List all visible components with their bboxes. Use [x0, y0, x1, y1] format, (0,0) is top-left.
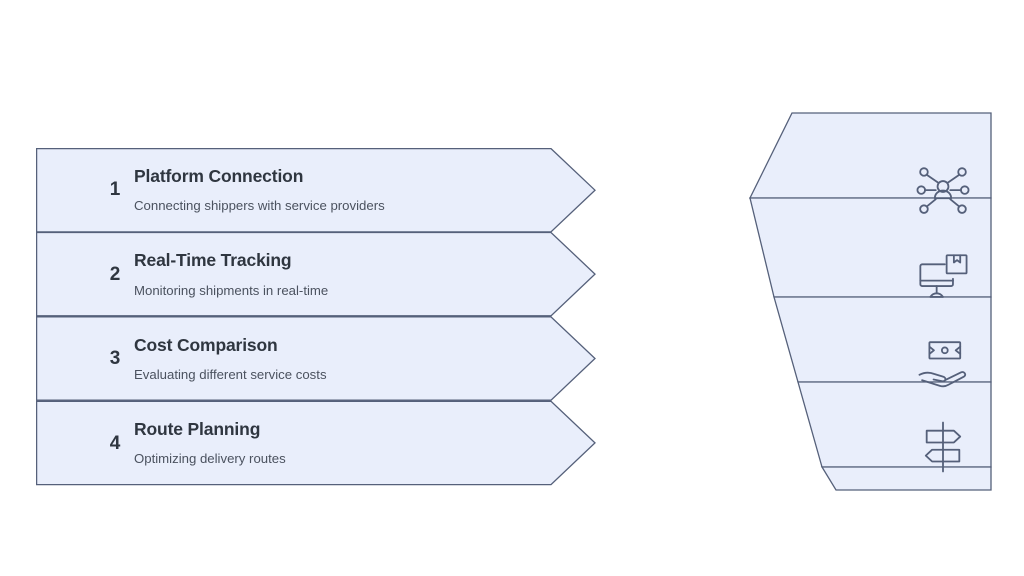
- step-title-1: Platform Connection: [134, 165, 304, 186]
- step-arrow-1: [36, 148, 596, 233]
- step-body-3: Cost Comparison Evaluating different ser…: [134, 317, 554, 402]
- signpost-icon: [914, 418, 972, 476]
- chevron-banner-5: [820, 466, 992, 491]
- step-title-2: Real-Time Tracking: [134, 250, 292, 271]
- step-body-1: Platform Connection Connecting shippers …: [134, 148, 554, 233]
- hand-money-icon: [914, 334, 972, 392]
- monitor-package-icon: [914, 248, 972, 306]
- step-subtitle-2: Monitoring shipments in real-time: [134, 282, 329, 298]
- step-number-3: 3: [109, 348, 121, 370]
- step-arrow-3: [36, 316, 596, 401]
- step-title-4: Route Planning: [134, 419, 261, 440]
- step-body-4: Route Planning Optimizing delivery route…: [134, 401, 554, 486]
- network-people-icon: [914, 162, 972, 220]
- step-subtitle-4: Optimizing delivery routes: [134, 451, 286, 467]
- icon-layer: [748, 112, 992, 492]
- step-body-2: Real-Time Tracking Monitoring shipments …: [134, 233, 554, 318]
- step-number-1: 1: [109, 179, 121, 201]
- step-number-2: 2: [109, 263, 121, 285]
- step-row-3[interactable]: 3 Cost Comparison Evaluating different s…: [36, 317, 596, 402]
- step-row-1[interactable]: 1 Platform Connection Connecting shipper…: [36, 148, 596, 233]
- left-arrow-shapes: [36, 148, 596, 486]
- process-icon-stack: [748, 112, 992, 492]
- step-row-4[interactable]: 4 Route Planning Optimizing delivery rou…: [36, 401, 596, 486]
- process-steps-list: 1 Platform Connection Connecting shipper…: [36, 148, 596, 486]
- step-subtitle-3: Evaluating different service costs: [134, 367, 327, 382]
- step-title-3: Cost Comparison: [134, 334, 278, 355]
- step-subtitle-1: Connecting shippers with service provide…: [134, 198, 385, 214]
- step-arrow-2: [36, 231, 596, 317]
- step-number-4: 4: [109, 432, 121, 454]
- step-row-2[interactable]: 2 Real-Time Tracking Monitoring shipment…: [36, 233, 596, 318]
- step-arrow-4: [36, 400, 596, 486]
